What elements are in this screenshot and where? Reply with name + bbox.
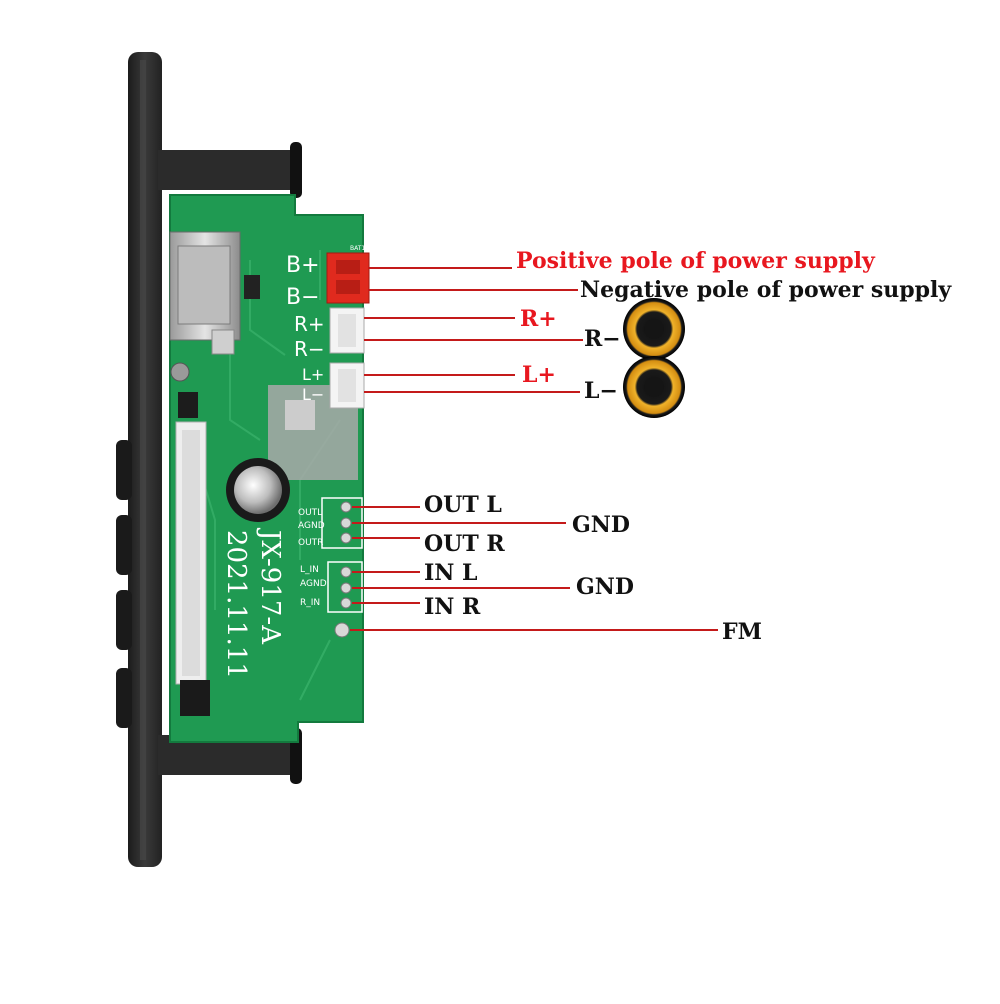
side-button-2[interactable] bbox=[116, 515, 132, 575]
usb-port[interactable] bbox=[169, 231, 241, 355]
battery-connector[interactable] bbox=[326, 252, 370, 304]
speaker-icon bbox=[623, 356, 685, 418]
silk-b-plus: B+ bbox=[286, 253, 320, 278]
label-r-plus: R+ bbox=[520, 306, 557, 332]
module-chip bbox=[285, 400, 315, 430]
silk-outl: OUTL bbox=[298, 508, 322, 518]
pad-out-l[interactable] bbox=[340, 501, 352, 513]
led-indicator bbox=[178, 392, 198, 418]
right-speaker-connector[interactable] bbox=[329, 307, 365, 354]
sd-card-slot[interactable] bbox=[175, 421, 207, 685]
label-positive-pole: Positive pole of power supply bbox=[516, 248, 875, 274]
silk-l-plus: L+ bbox=[302, 365, 324, 384]
pad-out-gnd[interactable] bbox=[340, 517, 352, 529]
silk-r-minus: R− bbox=[294, 337, 325, 361]
mounting-post-top bbox=[158, 142, 302, 198]
silk-r-in: R_IN bbox=[300, 598, 320, 608]
pad-out-r[interactable] bbox=[340, 532, 352, 544]
label-r-minus: R− bbox=[584, 326, 621, 352]
silk-bat-ref: BAT1 bbox=[350, 245, 365, 252]
silk-agnd-1: AGND bbox=[298, 521, 325, 531]
speaker-icon bbox=[623, 298, 685, 360]
silk-b-minus: B− bbox=[286, 285, 320, 310]
label-in-l: IN L bbox=[424, 560, 478, 586]
silk-l-minus: L− bbox=[302, 385, 324, 404]
label-out-l: OUT L bbox=[424, 492, 502, 518]
label-l-plus: L+ bbox=[522, 362, 556, 388]
smd-chip bbox=[244, 275, 260, 299]
side-button-3[interactable] bbox=[116, 590, 132, 650]
pad-in-r[interactable] bbox=[340, 597, 352, 609]
left-speaker-connector[interactable] bbox=[329, 362, 365, 409]
silk-r-plus: R+ bbox=[294, 312, 325, 336]
solder-pads bbox=[334, 501, 352, 638]
crystal bbox=[170, 362, 190, 382]
silk-outr: OUTR bbox=[298, 538, 323, 548]
silk-date: 2021.11.11 bbox=[221, 530, 251, 679]
leader-lines bbox=[350, 267, 718, 631]
side-button-4[interactable] bbox=[116, 668, 132, 728]
label-fm: FM bbox=[722, 619, 762, 645]
pad-in-gnd[interactable] bbox=[340, 582, 352, 594]
label-gnd-in: GND bbox=[576, 574, 634, 600]
label-in-r: IN R bbox=[424, 594, 481, 620]
label-l-minus: L− bbox=[584, 378, 618, 404]
pad-in-l[interactable] bbox=[340, 566, 352, 578]
silkscreen-text: B+ B− R+ R− L+ L− BAT1 OUTL AGND OUTR L_… bbox=[221, 245, 365, 679]
label-out-r: OUT R bbox=[424, 531, 505, 557]
silk-l-in: L_IN bbox=[300, 565, 319, 575]
silk-model: JX-917-A bbox=[255, 527, 285, 645]
label-gnd-out: GND bbox=[572, 512, 630, 538]
front-panel bbox=[116, 52, 162, 867]
label-negative-pole: Negative pole of power supply bbox=[580, 277, 952, 303]
ir-receiver bbox=[180, 680, 210, 716]
silk-agnd-2: AGND bbox=[300, 579, 327, 589]
electrolytic-capacitor bbox=[226, 458, 290, 522]
side-button-1[interactable] bbox=[116, 440, 132, 500]
pad-fm[interactable] bbox=[334, 622, 350, 638]
